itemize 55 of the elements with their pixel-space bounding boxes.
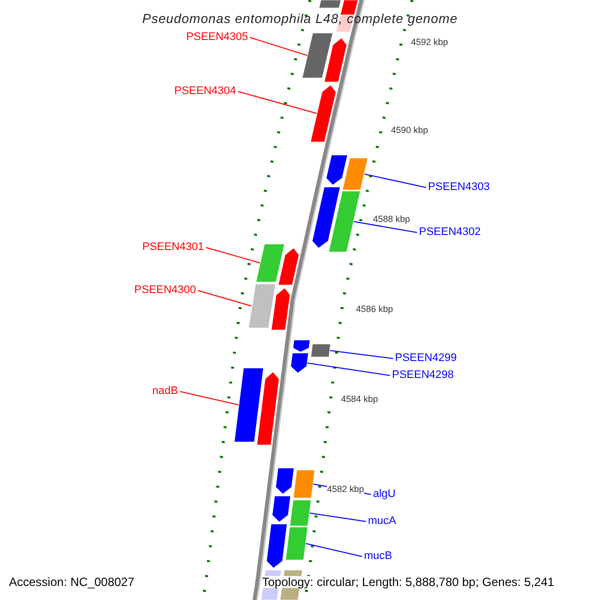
gene-label: mucA [368,516,396,527]
gene-label: PSEEN4304 [174,86,236,97]
gene-block [292,340,310,352]
gene-block [248,284,276,328]
scale-label: 4590 kbp [391,126,428,135]
leader-line [306,362,390,376]
leader-line [305,543,362,557]
gene-block [290,500,312,526]
scale-label: 4584 kbp [341,395,378,404]
gene-block [278,248,300,286]
gene-block [266,524,288,568]
gene-label: PSEEN4305 [186,32,248,43]
info-text: Accession: NC_008027 [9,576,134,588]
gene-block [293,470,316,498]
gene-block [271,288,290,330]
gene-block [318,0,342,8]
leader-line [206,247,261,264]
gene-block [310,84,336,142]
gene-block [326,154,348,186]
leader-line [364,174,426,188]
gene-block [272,496,291,522]
title: Pseudomonas entomophila L48, complete genome [141,12,459,25]
gene-block [285,526,308,560]
gene-block [256,372,280,446]
scale-label: 4592 kbp [411,38,448,47]
gene-label: algU [373,489,396,500]
gene-block [234,368,264,442]
gene-block [290,352,309,374]
info-text: Topology: circular; Length: 5,888,780 bp; Genes: 5,241 [262,576,554,588]
gene-block [302,32,334,78]
gene-label: PSEEN4298 [392,370,454,381]
gene-label: nadB [152,386,178,397]
gene-label: PSEEN4299 [395,353,457,364]
leader-line [308,512,366,522]
scale-label: 4586 kbp [356,305,394,314]
leader-line [250,37,308,56]
gene-block [342,158,368,190]
leader-line [198,290,252,306]
gene-label: PSEEN4301 [142,242,204,253]
gene-block [328,190,361,252]
leader-line [353,221,418,233]
gene-block [340,0,358,16]
leader-line [180,391,240,406]
gene-label: mucB [364,551,392,562]
gene-label: PSEEN4300 [134,285,196,296]
scale-label: 4588 kbp [373,215,410,224]
gene-block [256,244,285,282]
gene-label: PSEEN4302 [419,227,481,238]
gene-block [324,38,348,82]
leader-line [329,350,394,359]
scale-label: 4582 kbp [327,485,364,494]
gene-label: PSEEN4303 [428,182,490,193]
leader-line [238,91,318,114]
gene-block [275,468,294,494]
gene-block [310,344,331,358]
